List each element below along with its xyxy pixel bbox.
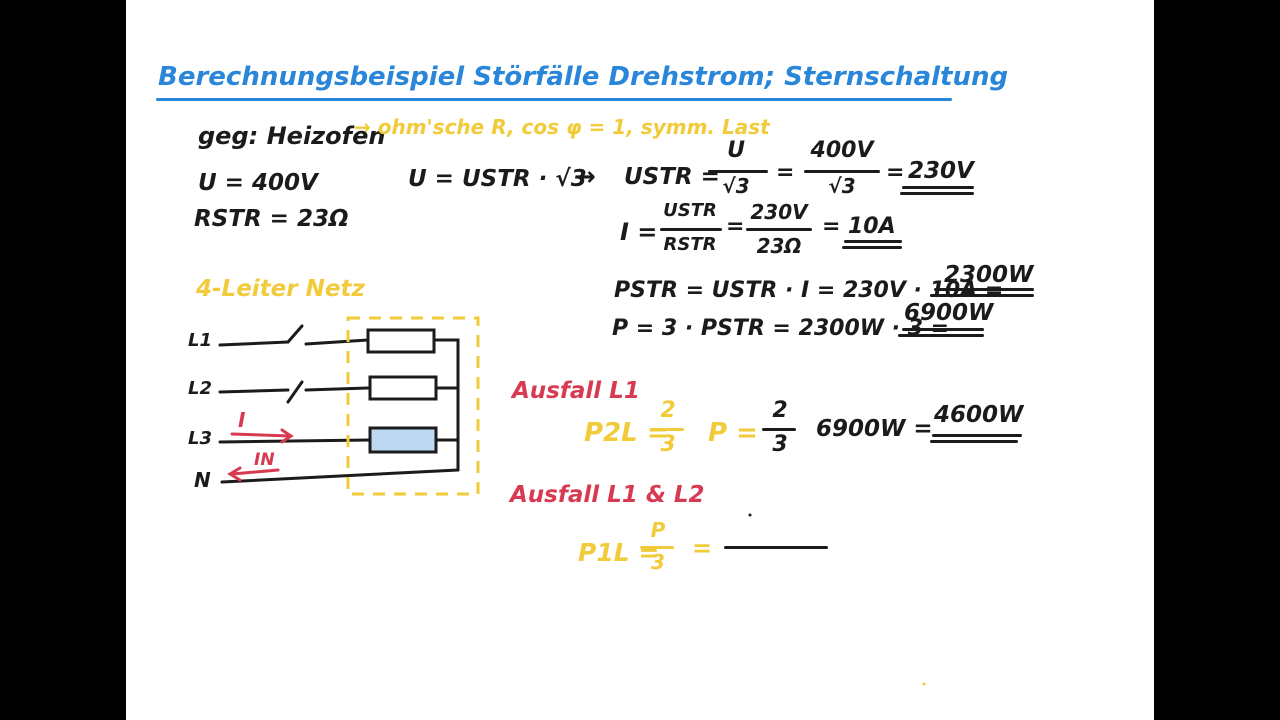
frac-bar (650, 428, 684, 431)
equals-sign: = (776, 160, 795, 185)
frac-den-1: √3 (722, 174, 750, 198)
case1-frac-num-2: 2 (772, 398, 788, 423)
case2-p1l: P1L = (578, 538, 660, 567)
frac-bar (708, 170, 768, 173)
pen-dot (922, 682, 926, 686)
case1-frac-den-1: 3 (660, 432, 676, 457)
frac-den-23: 23Ω (756, 234, 802, 258)
wire-l2 (218, 388, 290, 394)
frac-bar (762, 428, 796, 431)
circuit-diagram (218, 316, 926, 686)
frac-den-2: √3 (828, 174, 856, 198)
heater-enclosure (346, 316, 480, 496)
label-current-i: I (238, 408, 246, 432)
formula-p: P = 3 · PSTR = 2300W · 3 = (612, 316, 950, 341)
frac-bar (804, 170, 880, 173)
case1-frac-den-2: 3 (772, 432, 788, 457)
frac-num-1: U (727, 138, 745, 163)
case2-frac-den: 3 (651, 550, 665, 574)
resistor-l2 (368, 375, 438, 401)
current-arrow (230, 432, 292, 438)
page-title: Berechnungsbeispiel Störfälle Drehstrom;… (158, 62, 1009, 92)
result-pstr: 2300W (944, 262, 1034, 288)
frac-num-230: 230V (750, 200, 808, 224)
frac-num-ustr: USTR (663, 200, 717, 221)
current-arrow-head (280, 428, 294, 444)
double-underline (842, 246, 902, 249)
result-ustr: 230V (908, 158, 974, 184)
wire-n (220, 468, 460, 484)
wire-l2 (304, 386, 370, 392)
given-resistance: RSTR = 23Ω (194, 206, 349, 232)
equals-sign: = (822, 214, 841, 239)
equals-sign: = (726, 214, 745, 239)
equals-sign: = (886, 160, 905, 185)
double-underline (900, 192, 974, 195)
case1-result: 4600W (934, 402, 1024, 428)
double-underline (902, 186, 974, 189)
case1-value: 6900W = (816, 416, 933, 442)
double-underline (932, 434, 1022, 437)
formula-u: U = USTR · √3 (408, 166, 587, 192)
frac-bar (746, 228, 812, 231)
label-n: N (194, 468, 211, 492)
case1-frac-num-1: 2 (660, 398, 676, 423)
network-label: 4-Leiter Netz (196, 276, 365, 302)
star-point (434, 338, 460, 472)
answer-blank (724, 546, 828, 549)
wire-l1 (304, 338, 370, 346)
resistor-l1 (366, 328, 436, 354)
double-underline (898, 334, 984, 337)
case1-p2l: P2L = (584, 418, 669, 448)
double-underline (902, 328, 984, 331)
case1-label: Ausfall L1 (512, 378, 640, 404)
label-l2: L2 (188, 378, 212, 399)
case2-label: Ausfall L1 & L2 (510, 482, 705, 508)
case2-equals: = (692, 534, 713, 562)
double-underline (844, 240, 902, 243)
frac-num-2: 400V (810, 138, 874, 163)
title-underline (156, 98, 952, 101)
formula-ustr: USTR = (624, 164, 720, 190)
case1-p: P = (708, 418, 758, 448)
wire-l3 (218, 438, 372, 444)
neutral-current-arrow (230, 468, 280, 476)
result-i: 10A (848, 214, 896, 239)
frac-bar (660, 228, 722, 231)
resistor-l3 (368, 426, 438, 454)
double-underline (930, 294, 1034, 297)
arrow-icon: → (574, 162, 596, 192)
result-p: 6900W (904, 300, 994, 326)
formula-pstr: PSTR = USTR · I = 230V · 10A = (614, 278, 1004, 303)
double-underline (930, 440, 1018, 443)
given-voltage: U = 400V (198, 170, 318, 196)
neutral-current-arrow-head (227, 466, 242, 482)
whiteboard-page: Berechnungsbeispiel Störfälle Drehstrom;… (126, 0, 1154, 720)
label-current-in: IN (254, 450, 275, 470)
case2-frac-num: P (650, 518, 666, 542)
label-l1: L1 (188, 330, 212, 351)
formula-i: I = (620, 218, 658, 246)
given-label: geg: Heizofen (198, 122, 386, 150)
wire-l1 (218, 340, 290, 347)
switch-l1-open (286, 324, 304, 344)
switch-l2-open (286, 380, 304, 404)
label-l3: L3 (188, 428, 212, 449)
double-underline (934, 288, 1034, 291)
frac-den-rstr: RSTR (663, 234, 717, 255)
frac-bar (640, 546, 674, 549)
pen-dot (748, 513, 752, 517)
given-note: → ohm'sche R, cos φ = 1, symm. Last (354, 115, 770, 139)
